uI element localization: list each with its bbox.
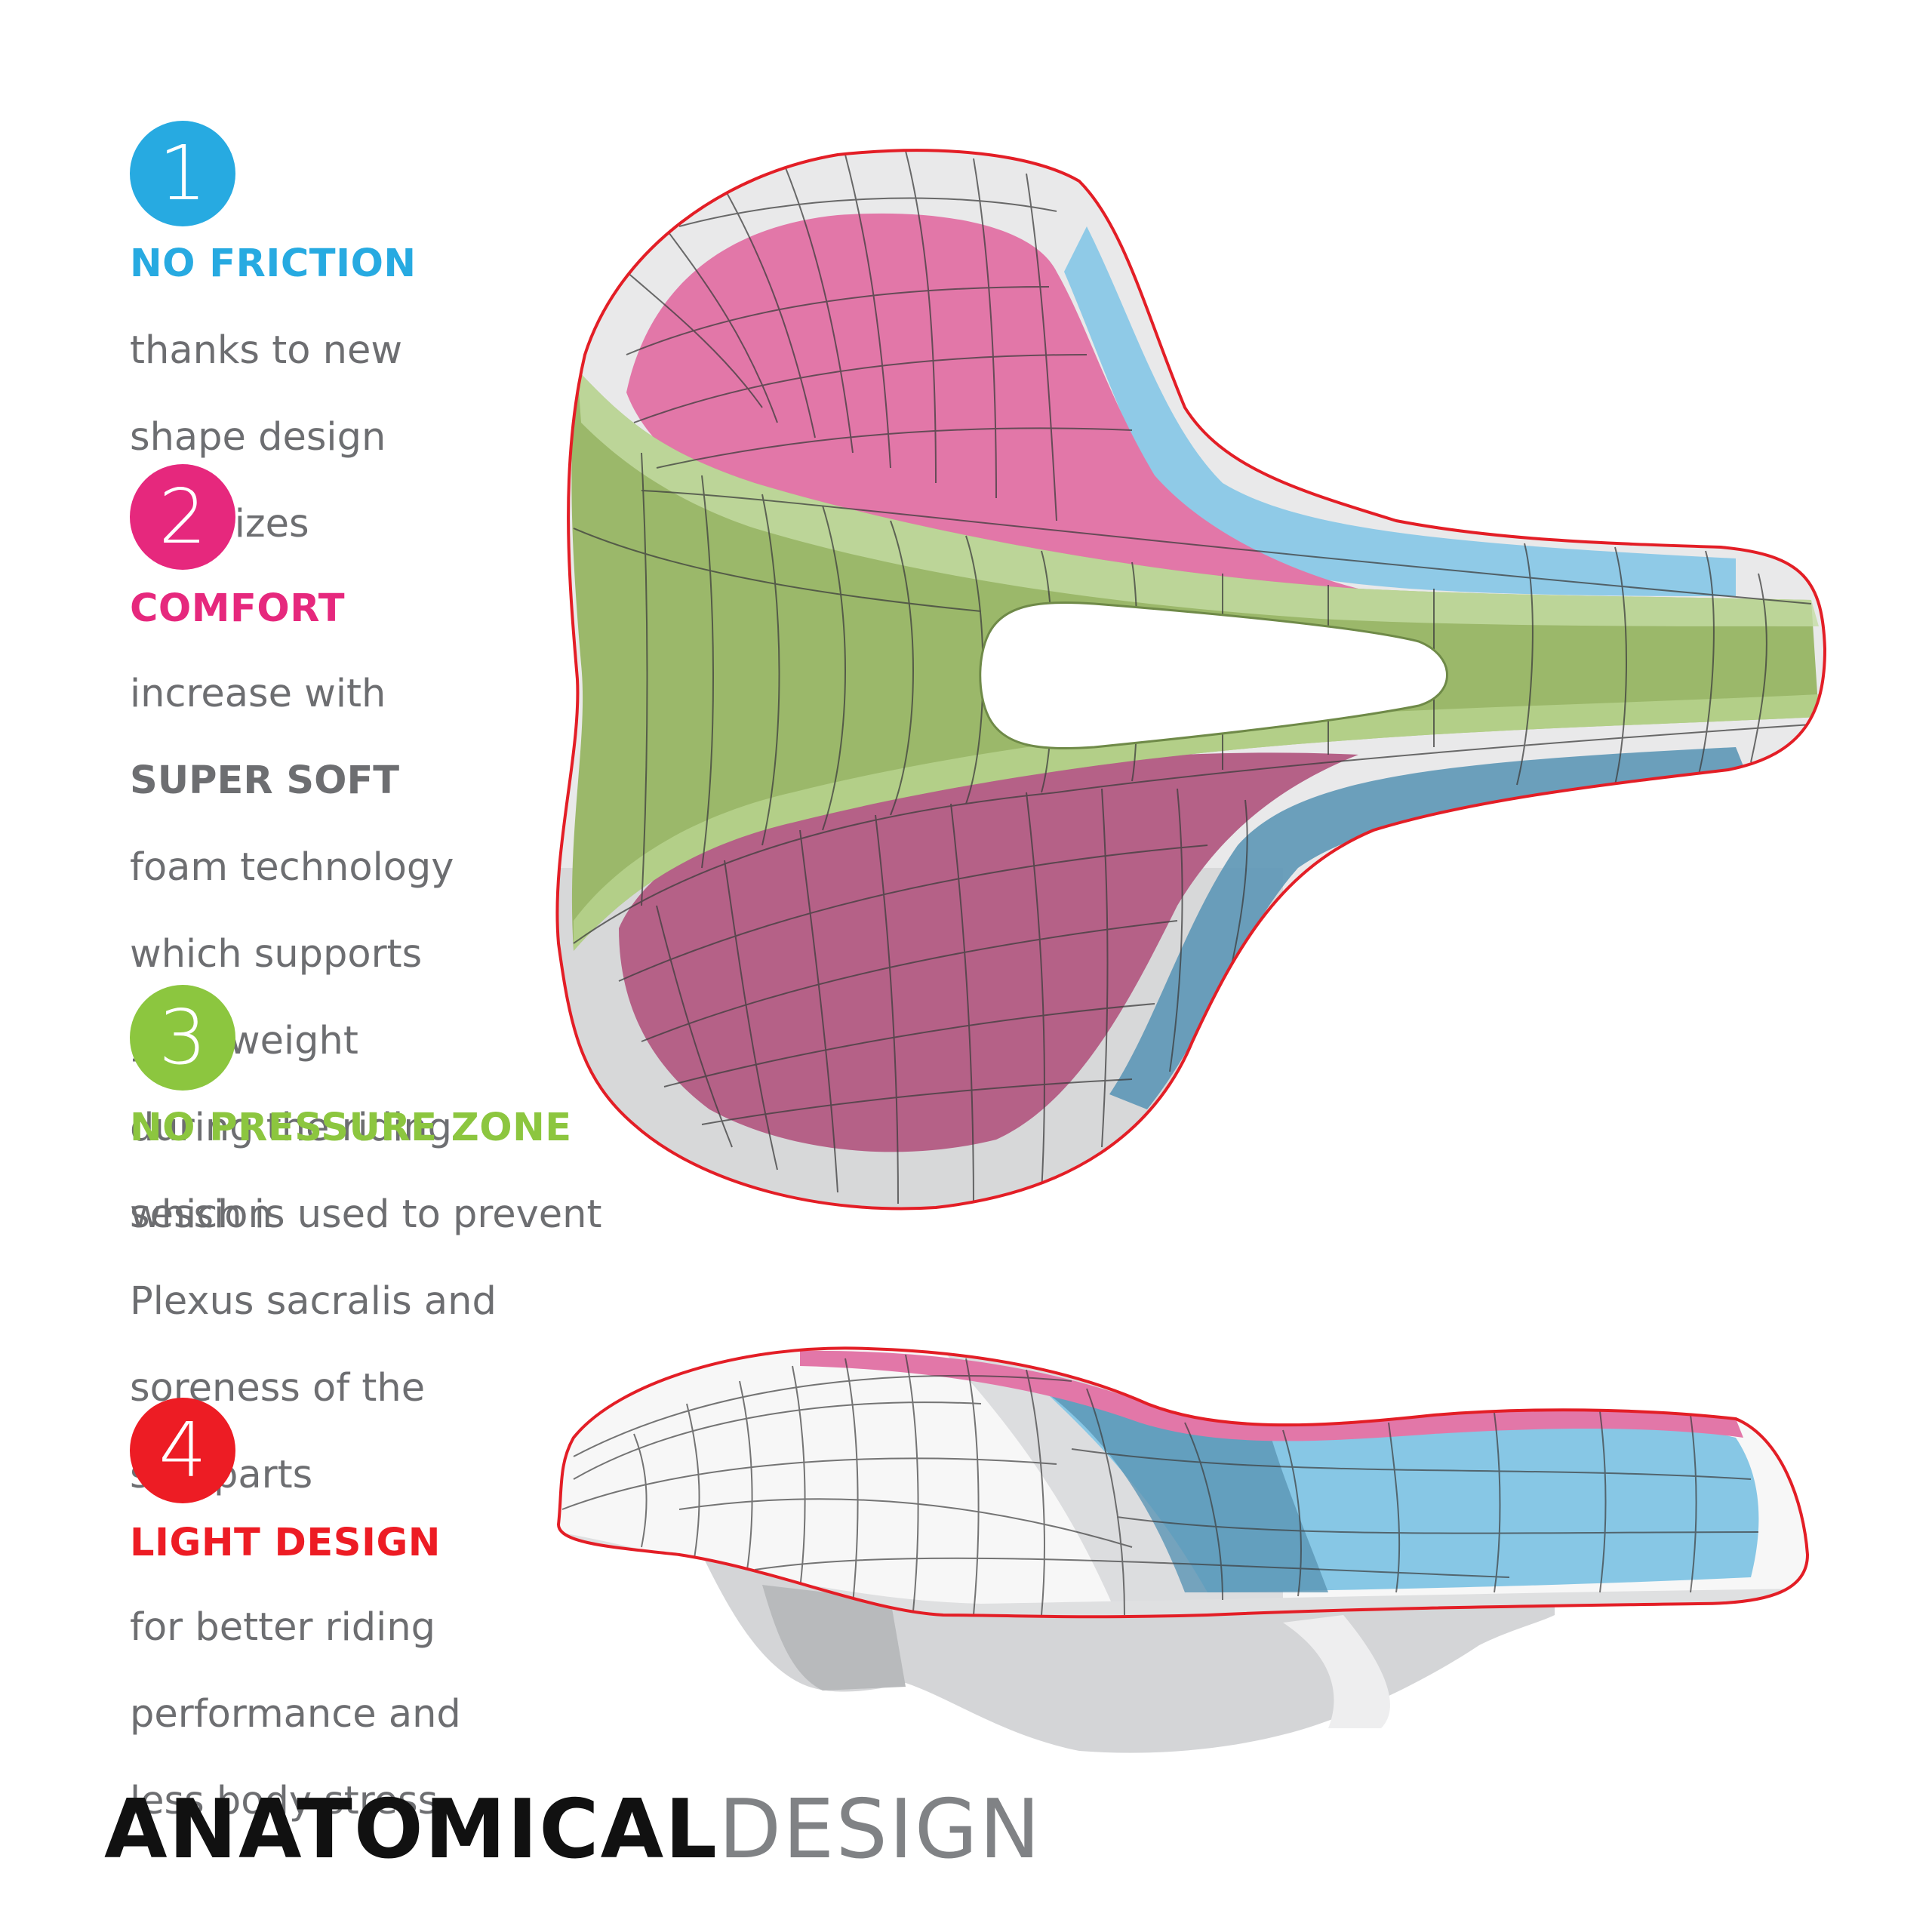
- footer-heading: ANATOMICALDESIGN: [104, 1785, 1041, 1875]
- side-outline: [556, 1346, 1810, 1619]
- feature-1-title: NO FRICTION: [130, 242, 417, 286]
- feature-3-title: NO PRESSURE ZONE: [130, 1106, 572, 1150]
- feature-2-title: COMFORT: [130, 586, 345, 631]
- feature-2-desc: increase with SUPER SOFT foam technology…: [130, 629, 454, 1280]
- badge-1: 1: [130, 121, 235, 226]
- feature-3-line: which is used to prevent: [130, 1192, 602, 1237]
- top-outline: [555, 149, 1827, 1211]
- feature-4-line: for better riding: [130, 1604, 436, 1650]
- feature-2-line: foam technology: [130, 844, 454, 890]
- top-grid-lines: [573, 150, 1812, 1208]
- feature-2-emphasis: SUPER SOFT: [130, 758, 400, 803]
- feature-4-desc: for better riding performance and less b…: [130, 1562, 461, 1866]
- relief-channel-cutout: [979, 601, 1448, 750]
- feature-2-line: which supports: [130, 931, 423, 977]
- feature-2-line: session: [130, 1192, 272, 1237]
- feature-3-line: Plexus sacralis and: [130, 1278, 497, 1324]
- feature-1-line: thanks to new: [130, 328, 403, 373]
- side-grid-lines: [561, 1354, 1759, 1616]
- feature-3-line: soreness of the: [130, 1365, 426, 1411]
- badge-3: 3: [130, 985, 235, 1091]
- feature-4-line: performance and: [130, 1691, 461, 1737]
- footer-strong: ANATOMICAL: [104, 1783, 718, 1877]
- feature-4-title: LIGHT DESIGN: [130, 1521, 441, 1565]
- feature-1-line: shape design: [130, 414, 386, 460]
- saddle-top-view: [555, 149, 1827, 1211]
- feature-4-line: less body stress: [130, 1778, 438, 1823]
- footer-light: DESIGN: [718, 1783, 1042, 1877]
- feature-2-line: increase with: [130, 671, 386, 716]
- badge-4: 4: [130, 1398, 235, 1503]
- saddle-side-view: [556, 1346, 1810, 1753]
- feature-2-line: during the riding: [130, 1105, 453, 1150]
- badge-2: 2: [130, 464, 235, 570]
